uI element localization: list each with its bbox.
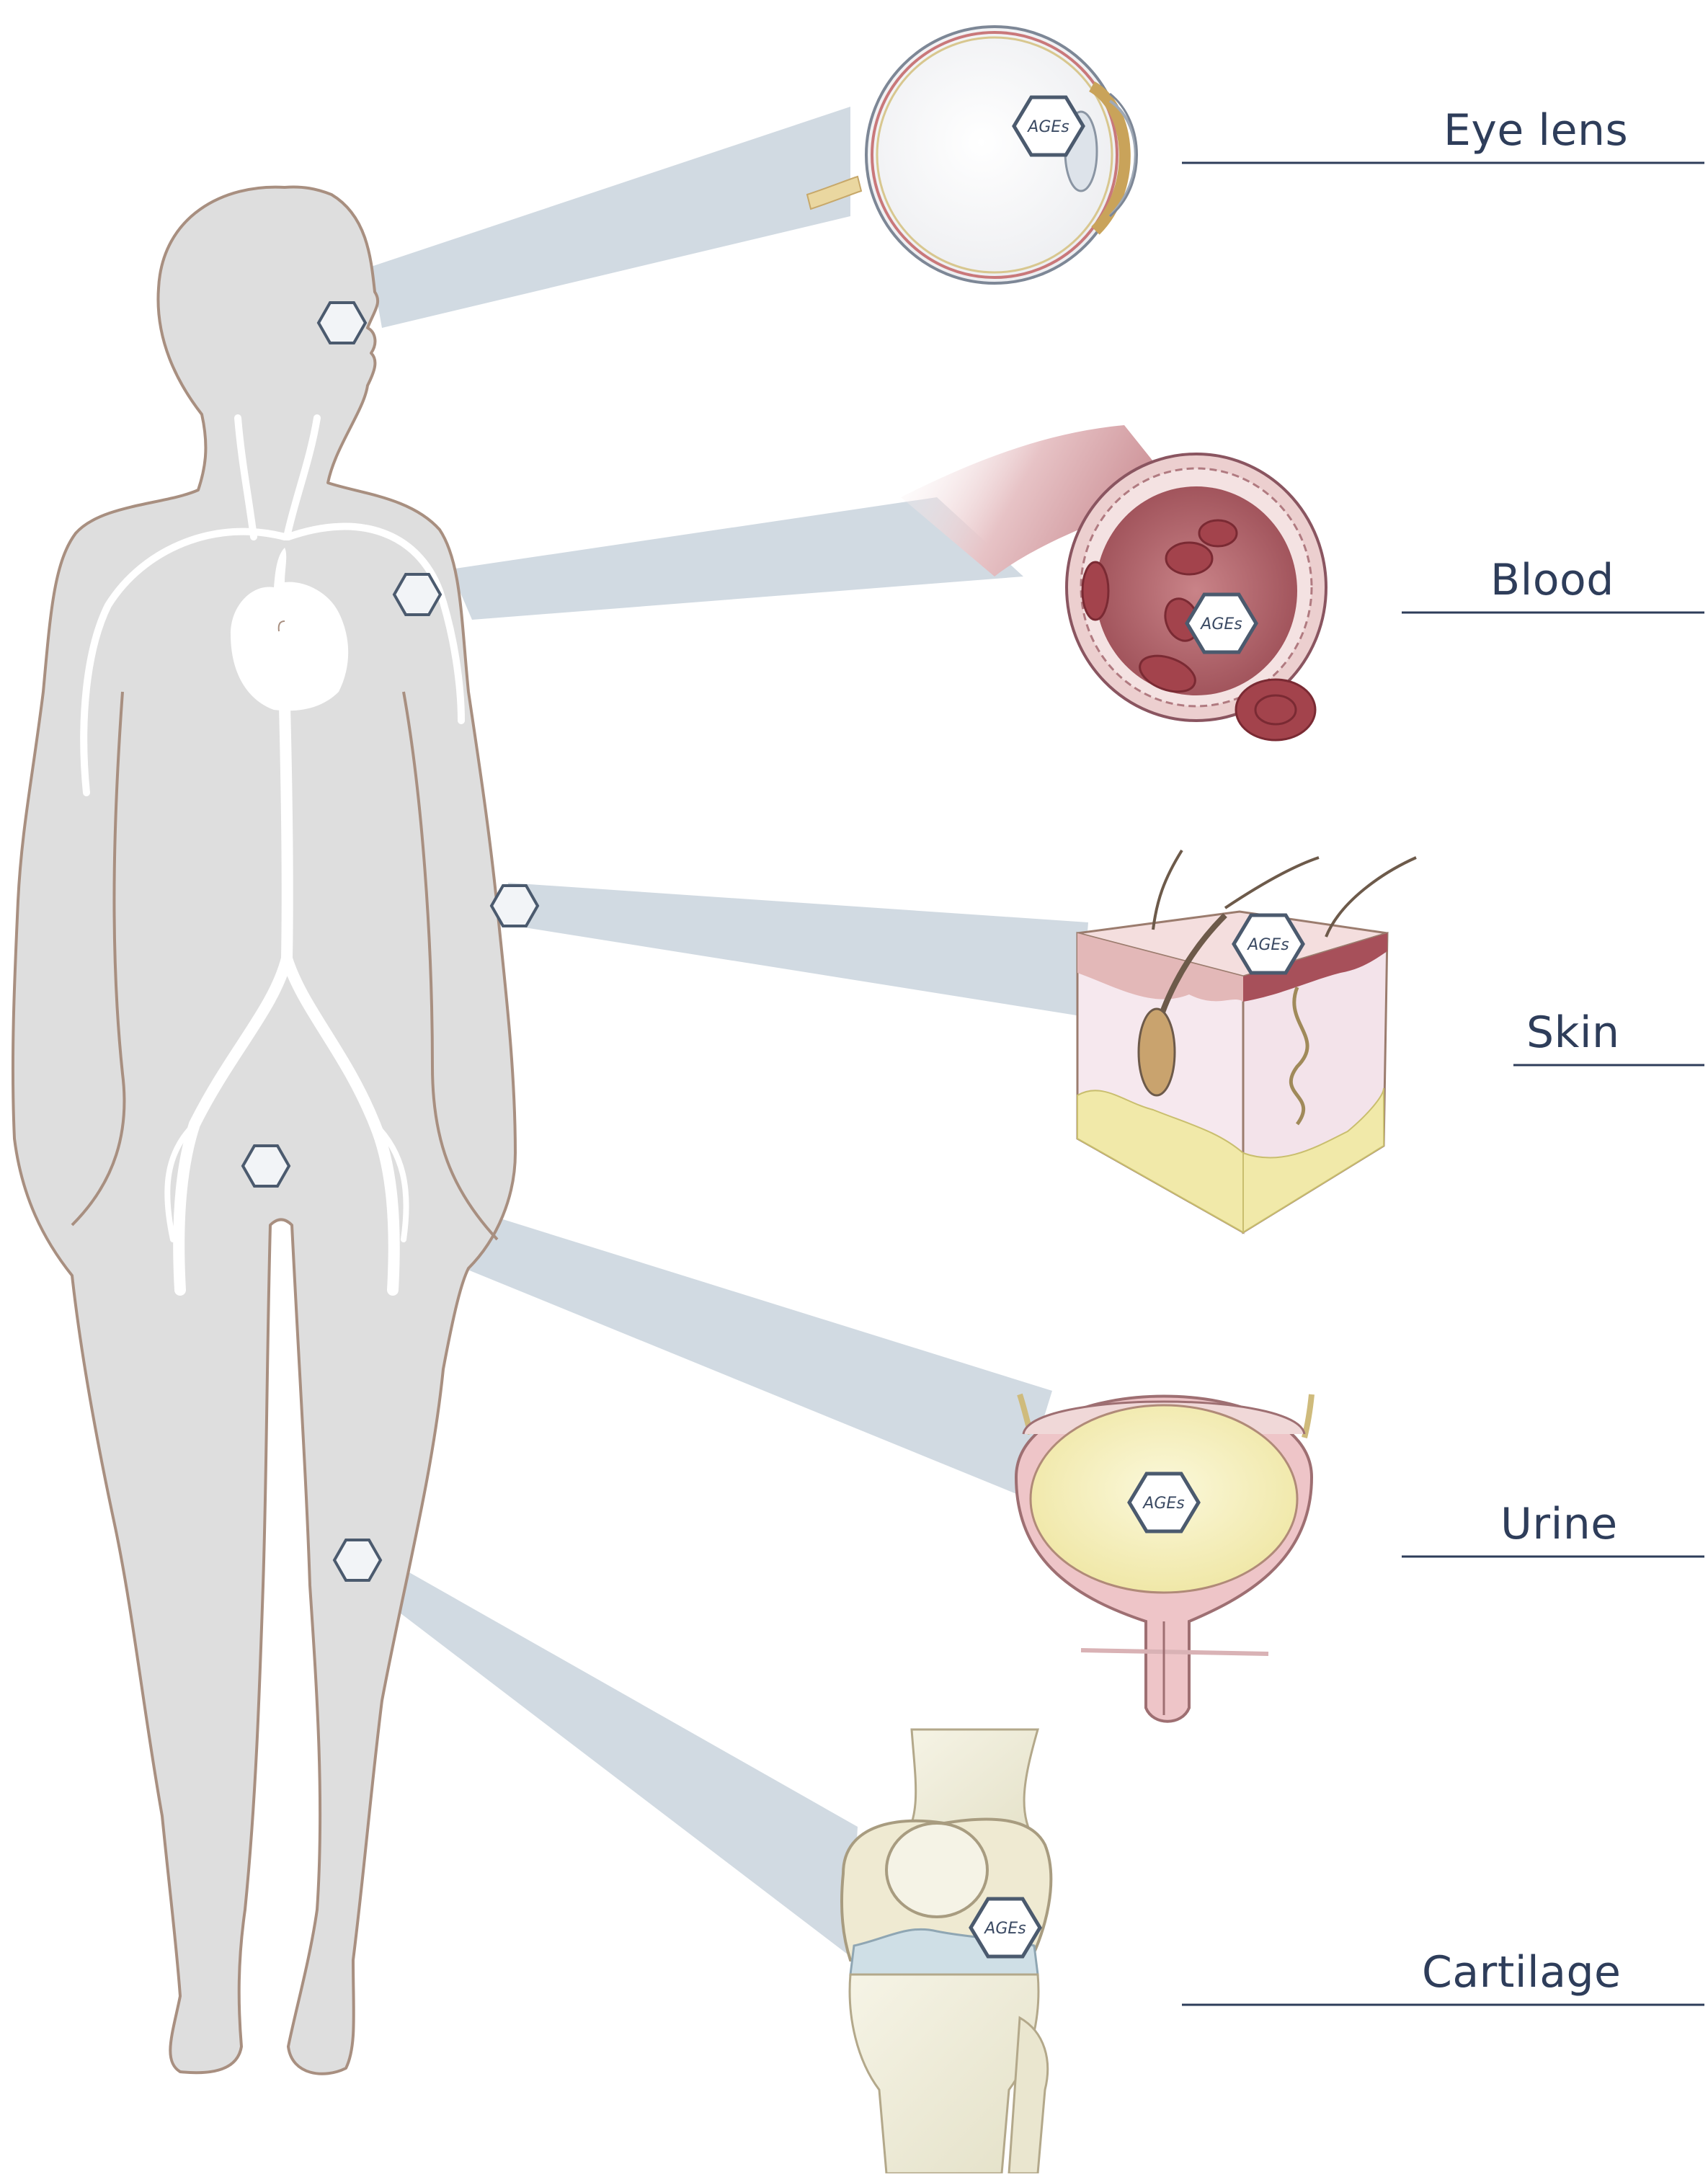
hexagon-marker-eye xyxy=(319,303,365,343)
ages-badge-eye: AGEs xyxy=(1014,97,1083,155)
beam-skin xyxy=(508,883,1088,1016)
label-eye-lens: Eye lens xyxy=(1444,105,1628,156)
bladder-illustration xyxy=(1016,1394,1312,1722)
label-urine: Urine xyxy=(1500,1499,1618,1549)
ages-label-skin: AGEs xyxy=(1246,936,1289,954)
ages-badge-skin: AGEs xyxy=(1234,915,1303,973)
hexagon-marker-cartilage xyxy=(334,1540,381,1580)
hexagon-marker-skin xyxy=(492,886,538,926)
ages-badge-blood: AGEs xyxy=(1187,595,1256,652)
eye-illustration xyxy=(807,27,1137,283)
label-skin: Skin xyxy=(1526,1007,1620,1058)
ages-label-blood: AGEs xyxy=(1199,615,1242,633)
ages-label-eye: AGEs xyxy=(1026,118,1069,136)
beam-eye xyxy=(371,107,850,328)
ages-badge-urine: AGEs xyxy=(1129,1474,1198,1531)
blood-vessel-illustration xyxy=(901,425,1326,740)
beam-cartilage xyxy=(350,1539,858,1956)
label-blood: Blood xyxy=(1490,555,1614,605)
label-cartilage: Cartilage xyxy=(1422,1947,1621,1998)
hexagon-marker-blood xyxy=(394,574,440,615)
ages-badge-cartilage: AGEs xyxy=(971,1899,1040,1956)
skin-illustration xyxy=(1077,850,1416,1232)
hexagon-marker-urine xyxy=(243,1146,289,1186)
ages-label-cartilage: AGEs xyxy=(983,1920,1026,1938)
human-body xyxy=(13,187,538,2073)
ages-label-urine: AGEs xyxy=(1142,1495,1184,1513)
